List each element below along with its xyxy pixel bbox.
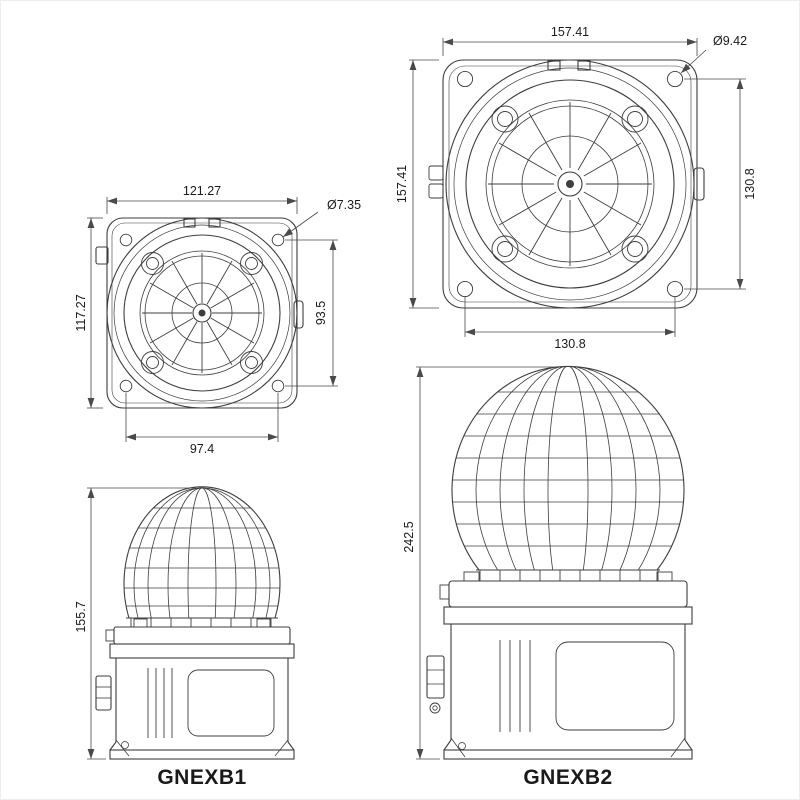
clamp-tab [577, 60, 591, 71]
captions: GNEXB1 GNEXB2 [157, 766, 612, 789]
clamp-tab [208, 218, 221, 228]
gnexb1-top-labels: 121.27 Ø7.35 117.27 93.5 97.4 [74, 184, 361, 456]
dim-overall-height: 155.7 [74, 601, 88, 632]
conduit-entry [95, 675, 112, 711]
label-recess [187, 669, 275, 737]
base-body [426, 606, 693, 760]
gnexb2-top-labels: 157.41 Ø9.42 157.41 130.8 130.8 [395, 25, 757, 351]
dome-cage-wires [451, 366, 684, 570]
gnexb1-top-view [95, 217, 304, 409]
dim-overall-height: 242.5 [402, 521, 416, 552]
gnexb2-side-dimensions [416, 366, 558, 760]
flange [439, 571, 688, 608]
gnexb1-top-dimensions [87, 197, 338, 442]
gnexb2-caption: GNEXB2 [523, 766, 612, 789]
flange [105, 618, 291, 645]
gnexb1-side-labels: 155.7 [74, 601, 88, 632]
conduit-stub [428, 165, 444, 199]
gnexb2-top-view [428, 59, 705, 309]
dim-hole-spacing-h: 130.8 [554, 337, 585, 351]
dim-hole-diameter: Ø9.42 [713, 34, 747, 48]
cover-bolts [141, 252, 263, 374]
label-recess [555, 641, 675, 731]
gnexb2-side-labels: 242.5 [402, 521, 416, 552]
dim-hole-spacing-v: 130.8 [743, 168, 757, 199]
clamp-tab [183, 218, 196, 228]
gnexb2-side-view [426, 366, 693, 760]
conduit-stub [95, 246, 109, 265]
cage-base-ring [472, 569, 664, 582]
dome-outline [123, 486, 281, 619]
entry-bolt [429, 702, 441, 714]
side-latch [693, 167, 705, 201]
dim-width-top: 121.27 [183, 184, 221, 198]
ground-screw [121, 741, 129, 749]
dome-outline [451, 366, 685, 571]
gnexb2-top-dimensions [409, 38, 746, 337]
dim-height-left: 157.41 [395, 165, 409, 203]
mounting-holes [456, 70, 684, 298]
clamp-tab [547, 60, 561, 71]
base-body [95, 643, 295, 760]
cage-spokes [142, 253, 262, 373]
dim-height-left: 117.27 [74, 294, 88, 331]
conduit-entry [426, 655, 445, 699]
gnexb1-caption: GNEXB1 [157, 766, 246, 789]
dim-hole-spacing-v: 93.5 [314, 301, 328, 325]
gnexb1-side-view [95, 486, 295, 760]
dome-cage-wires [124, 487, 281, 618]
dim-hole-spacing-h: 97.4 [190, 442, 214, 456]
cover-bolts [491, 105, 649, 263]
dim-hole-diameter: Ø7.35 [327, 198, 361, 212]
cage-spokes [488, 102, 652, 266]
ground-screw [458, 742, 466, 750]
gnexb1-side-dimensions [87, 487, 196, 760]
side-latch [293, 300, 304, 329]
mounting-holes [119, 233, 285, 393]
dim-width-top: 157.41 [551, 25, 589, 39]
